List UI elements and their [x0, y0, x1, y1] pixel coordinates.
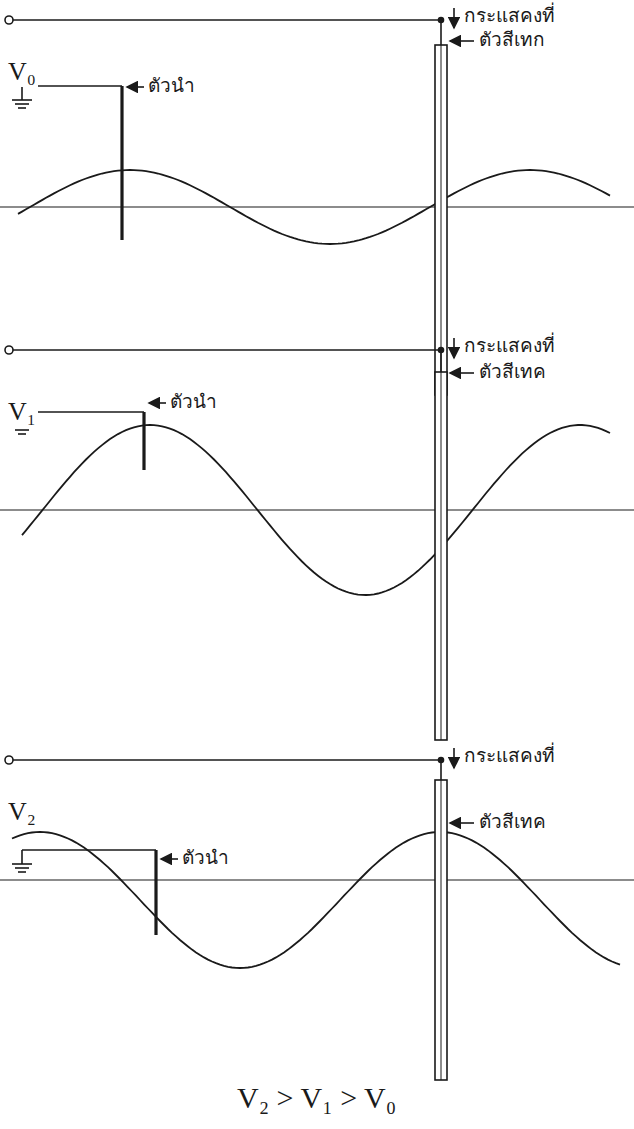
- potential-wave: [22, 425, 610, 595]
- sample-rod: [435, 372, 447, 740]
- current-label: กระแสคงที่: [462, 744, 557, 767]
- terminal: [5, 16, 13, 24]
- ground-symbol: [12, 99, 32, 101]
- conductor: [142, 412, 145, 470]
- leader-arrow: [450, 372, 474, 374]
- ground-symbol: [18, 107, 26, 109]
- supply-wire: [13, 349, 441, 351]
- axis-line: [0, 206, 634, 207]
- conductor-label: ตัวนำ: [146, 74, 197, 97]
- terminal: [5, 346, 13, 354]
- ground-symbol: [21, 850, 23, 864]
- ground-symbol: [12, 863, 32, 865]
- potential-wave: [12, 832, 620, 968]
- current-arrow: [453, 748, 455, 768]
- ground-symbol: [21, 86, 23, 100]
- ground-symbol: [18, 871, 26, 873]
- leader-arrow: [127, 86, 144, 88]
- conductor: [120, 86, 123, 240]
- sample-rod-core: [441, 372, 442, 740]
- current-arrow: [453, 8, 455, 28]
- leader-arrow: [161, 858, 178, 860]
- current-arrow: [453, 338, 455, 358]
- current-label: กระแสคงที่: [462, 334, 557, 357]
- current-label: กระแสคงที่: [462, 4, 557, 27]
- supply-wire: [13, 759, 441, 761]
- ground-symbol: [15, 867, 29, 869]
- supply-wire: [440, 350, 442, 372]
- voltage-label: V₀: [6, 56, 38, 87]
- sample-rod-core: [441, 45, 442, 395]
- leader-arrow: [450, 40, 474, 42]
- sample-rod: [435, 45, 447, 395]
- supply-wire: [440, 20, 442, 45]
- sample-rod: [435, 780, 447, 1080]
- axis-line: [0, 879, 634, 880]
- leader-arrow: [149, 402, 166, 404]
- potential-wave: [18, 170, 610, 244]
- ground-symbol: [15, 103, 29, 105]
- caption: V₂ > V₁ > V₀: [235, 1080, 398, 1116]
- voltage-label: V₂: [6, 796, 38, 827]
- conductor: [154, 850, 157, 935]
- ground-symbol: [18, 433, 26, 435]
- leader-arrow: [450, 822, 474, 824]
- axis-line: [0, 509, 634, 510]
- sample-label: ตัวสีเทค: [477, 810, 548, 833]
- ground-wire: [22, 411, 144, 413]
- sample-label: ตัวสีเทก: [477, 28, 547, 51]
- conductor-label: ตัวนำ: [168, 390, 219, 413]
- sample-label: ตัวสีเทค: [477, 360, 548, 383]
- supply-wire: [13, 19, 441, 21]
- ground-symbol: [15, 429, 29, 431]
- voltage-label: V₁: [6, 396, 38, 427]
- ground-wire: [22, 849, 156, 851]
- terminal: [5, 756, 13, 764]
- supply-wire: [440, 760, 442, 780]
- sample-rod-core: [441, 780, 442, 1080]
- conductor-label: ตัวนำ: [180, 846, 231, 869]
